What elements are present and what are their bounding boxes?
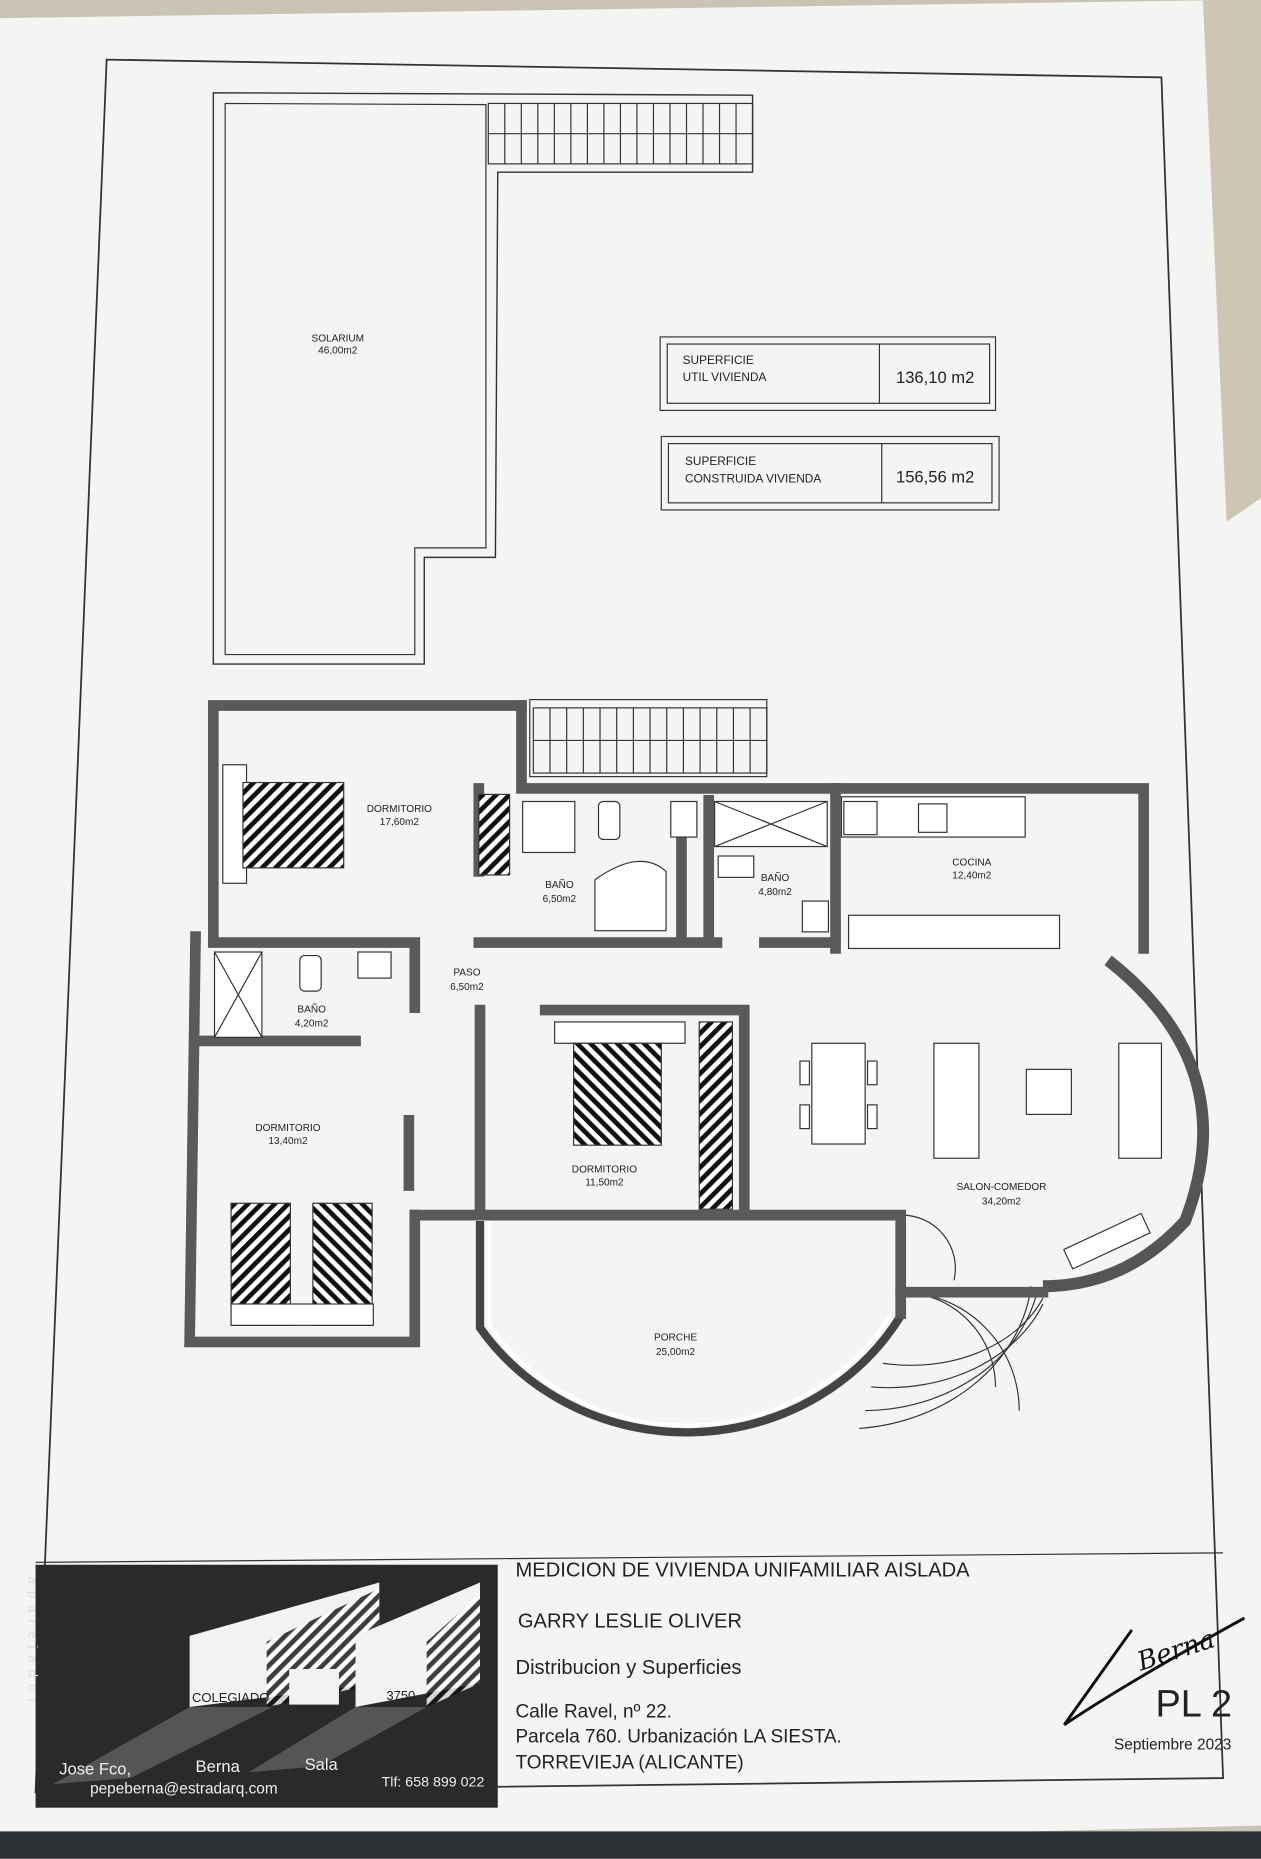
logo-vertical-text: aparejador xyxy=(26,1577,41,1710)
room-name: DORMITORIO xyxy=(255,1123,320,1134)
room-name: BAÑO xyxy=(297,1002,326,1015)
room-name: PORCHE xyxy=(654,1333,697,1344)
project-title: MEDICION DE VIVIENDA UNIFAMILIAR AISLADA xyxy=(516,1560,971,1582)
client-name: GARRY LESLIE OLIVER xyxy=(518,1611,742,1633)
bed-double-master xyxy=(222,764,345,884)
surface-label: CONSTRUIDA VIVIENDA xyxy=(685,472,821,486)
surface-label: SUPERFICIE xyxy=(685,454,756,468)
logo-name-first: Jose Fco, xyxy=(59,1760,131,1779)
logo-phone: Tlf: 658 899 022 xyxy=(382,1774,485,1790)
solarium-area: 46,00m2 xyxy=(318,346,358,357)
project-info: MEDICION DE VIVIENDA UNIFAMILIAR AISLADA… xyxy=(516,1560,971,1774)
solarium: SOLARIUM 46,00m2 xyxy=(212,92,754,665)
bathroom-fixtures xyxy=(213,800,830,1038)
salon-curved-wall xyxy=(1042,955,1209,1293)
title-block-divider xyxy=(35,1552,1224,1563)
room-name: PASO xyxy=(453,968,480,979)
surface-value: 156,56 m2 xyxy=(896,468,974,487)
surface-value: 136,10 m2 xyxy=(896,368,974,387)
drawing-date: Septiembre 2023 xyxy=(1114,1737,1231,1754)
room-area: 12,40m2 xyxy=(952,871,992,882)
logo-number: 3750 xyxy=(386,1688,415,1703)
room-area: 34,20m2 xyxy=(982,1196,1022,1207)
room-area: 11,50m2 xyxy=(585,1177,624,1188)
room-name: COCINA xyxy=(952,858,991,869)
address-line: Parcela 760. Urbanización LA SIESTA. xyxy=(516,1727,842,1748)
room-area: 25,00m2 xyxy=(656,1347,696,1358)
address-line: TORREVIEJA (ALICANTE) xyxy=(516,1753,744,1774)
drawing-subject: Distribucion y Superficies xyxy=(516,1657,742,1679)
room-area: 4,80m2 xyxy=(758,887,792,898)
room-area: 4,20m2 xyxy=(295,1019,329,1030)
room-area: 6,50m2 xyxy=(543,894,577,905)
interior-stairs xyxy=(532,707,768,774)
sheet-number: PL 2 xyxy=(1156,1683,1233,1725)
surface-label: SUPERFICIE xyxy=(683,353,754,367)
table-surface xyxy=(1202,0,1261,522)
salon-furniture xyxy=(799,1042,1163,1270)
room-area: 6,50m2 xyxy=(450,982,484,993)
solarium-name: SOLARIUM xyxy=(311,334,364,345)
solarium-stairs xyxy=(487,102,754,165)
twin-beds xyxy=(230,1202,374,1326)
porche-wall xyxy=(475,1221,905,1437)
architect-logo: COLEGIADO 3750 Jose Fco, Berna Sala pepe… xyxy=(26,1564,498,1808)
bed-double-guest xyxy=(554,1021,686,1146)
wardrobes xyxy=(478,793,734,1210)
surface-util-box: SUPERFICIE UTIL VIVIENDA 136,10 m2 xyxy=(659,336,997,411)
room-name: BAÑO xyxy=(545,878,574,891)
drawing-frame xyxy=(34,58,1224,1794)
walls xyxy=(184,700,1150,1348)
room-name: BAÑO xyxy=(761,871,790,884)
room-name: DORMITORIO xyxy=(572,1164,637,1175)
logo-name-last: Sala xyxy=(305,1755,339,1774)
logo-colegiado: COLEGIADO xyxy=(192,1690,269,1705)
bottom-edge xyxy=(0,1831,1261,1859)
address-line: Calle Ravel, nº 22. xyxy=(516,1702,673,1723)
logo-name-middle: Berna xyxy=(196,1757,241,1776)
room-area: 17,60m2 xyxy=(380,817,420,828)
surface-construida-box: SUPERFICIE CONSTRUIDA VIVIENDA 156,56 m2 xyxy=(660,435,1000,511)
surface-label: UTIL VIVIENDA xyxy=(683,370,767,384)
logo-email: pepeberna@estradarq.com xyxy=(90,1780,278,1797)
room-name: SALON-COMEDOR xyxy=(956,1182,1046,1193)
room-area: 13,40m2 xyxy=(268,1136,308,1147)
room-name: DORMITORIO xyxy=(367,804,432,815)
ground-floor-plan: DORMITORIO 17,60m2 BAÑO 6,50m2 BAÑO 4,80… xyxy=(184,698,1209,1437)
kitchen-counter xyxy=(840,796,1061,950)
